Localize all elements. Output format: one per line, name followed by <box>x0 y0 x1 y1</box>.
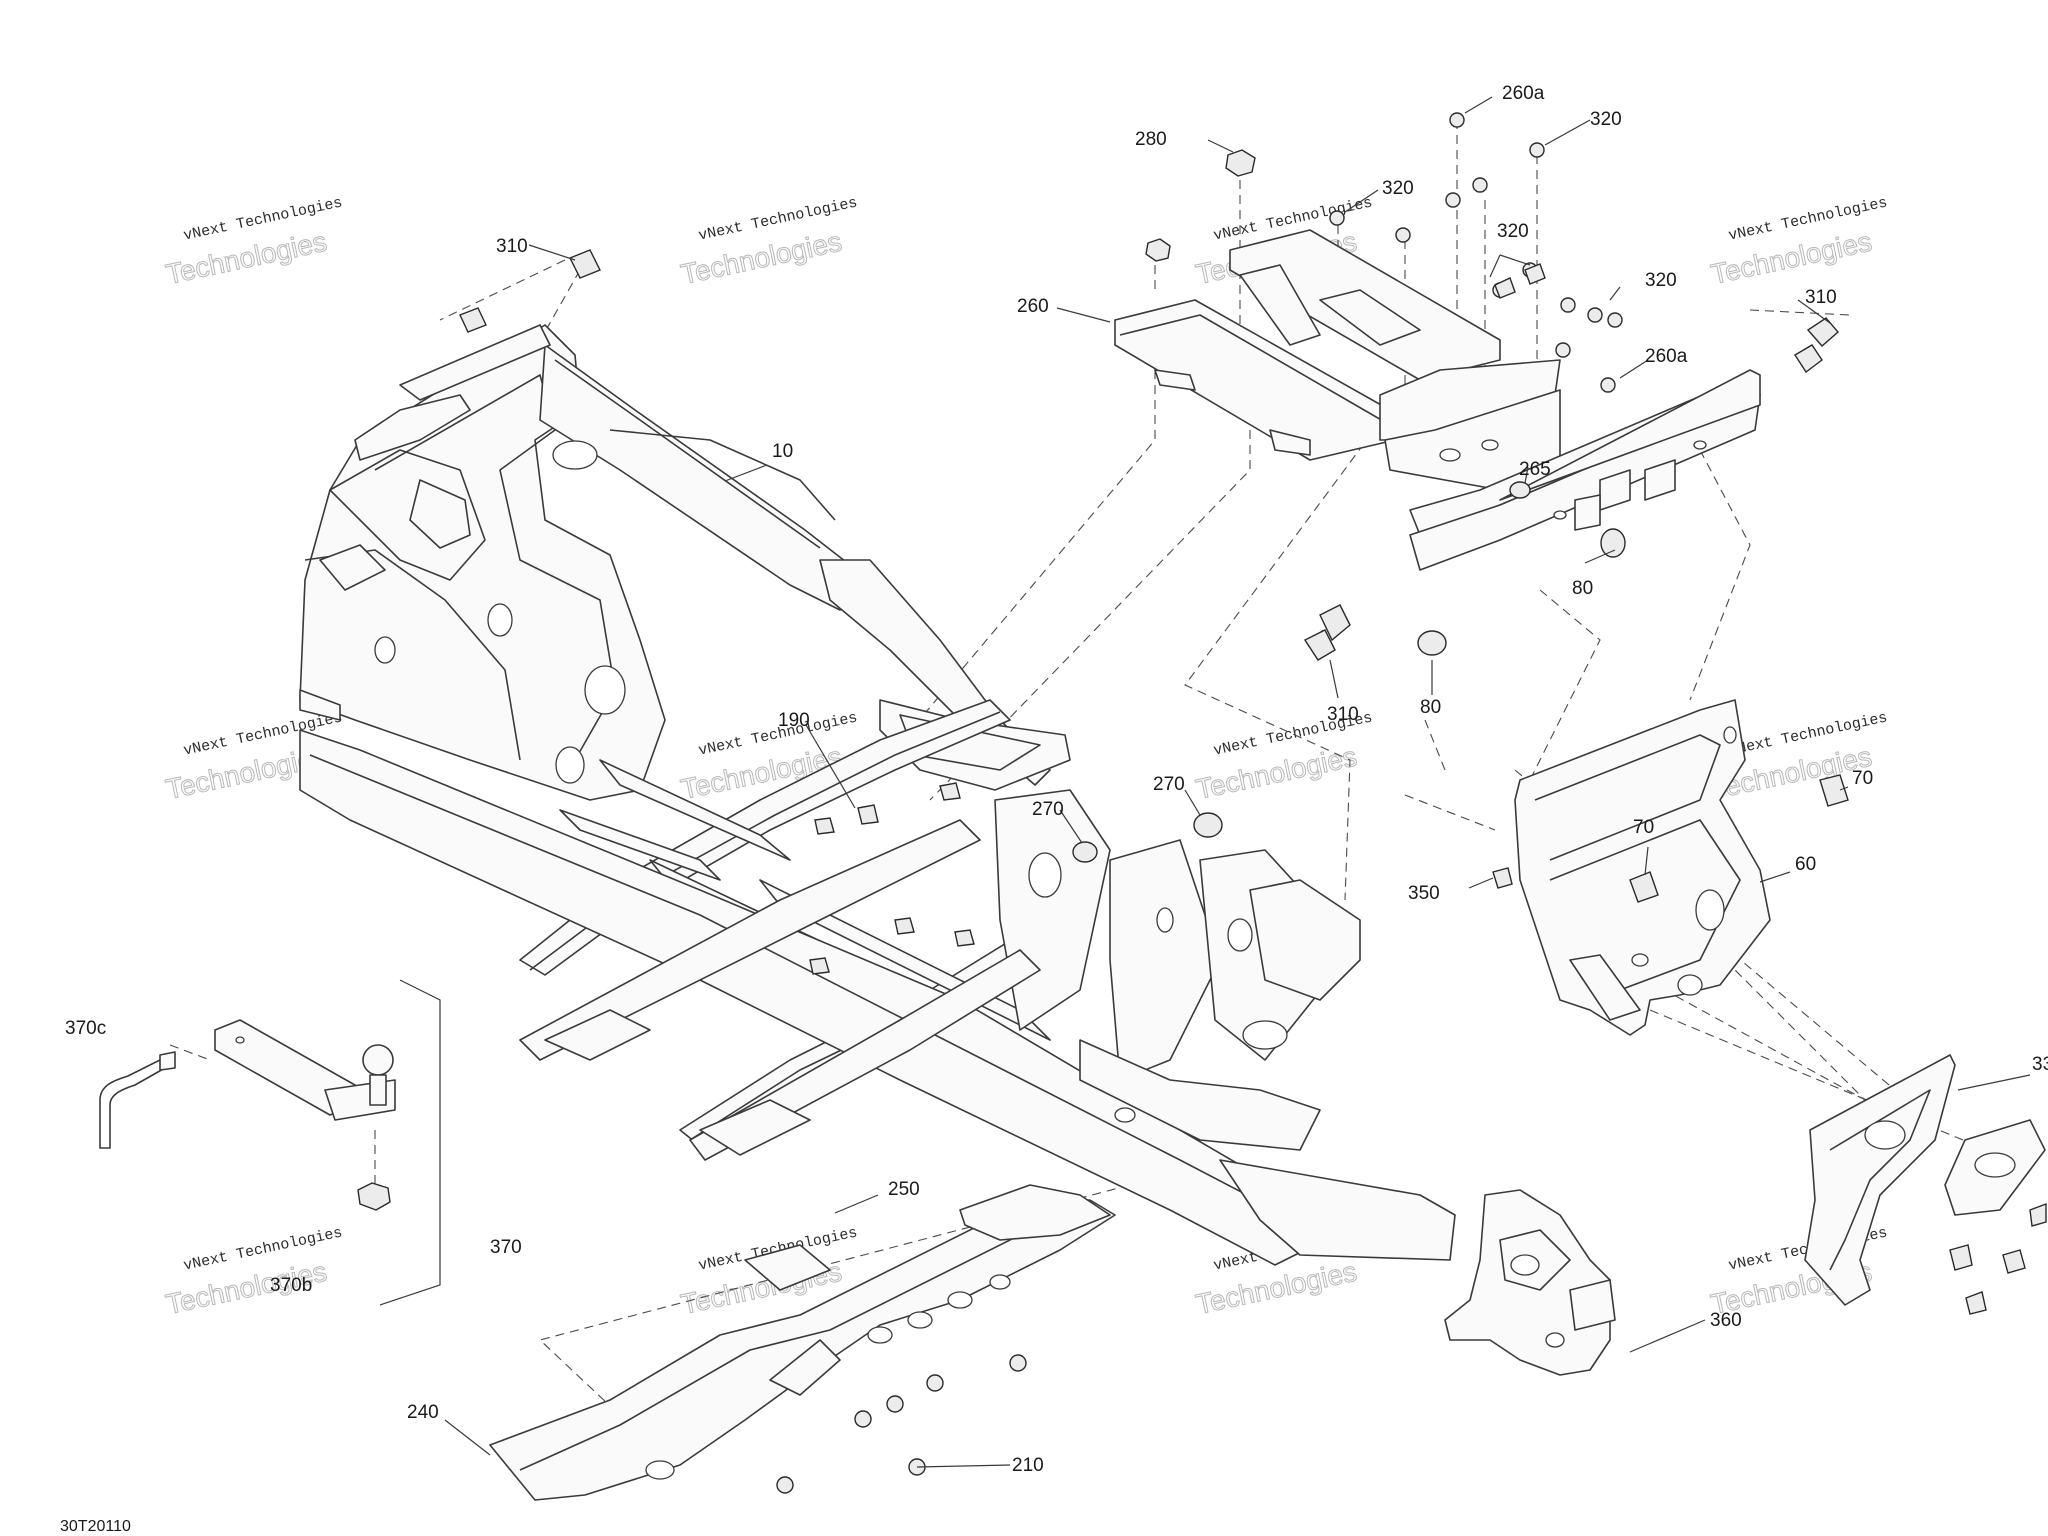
callout-350: 350 <box>1408 883 1440 904</box>
callout-labels: 10 60 70 70 80 80 190 210 240 250 260 26… <box>60 83 2048 1535</box>
callout-70: 70 <box>1633 817 1654 838</box>
skid-240 <box>489 1184 1116 1501</box>
callout-260a: 260a <box>1502 83 1545 104</box>
callout-370c: 370c <box>65 1018 106 1039</box>
callout-310: 310 <box>1805 287 1837 308</box>
callout-310: 310 <box>496 236 528 257</box>
callout-70: 70 <box>1852 768 1873 789</box>
callout-80: 80 <box>1420 697 1441 718</box>
callout-320: 320 <box>1382 178 1414 199</box>
callout-320: 320 <box>1645 270 1677 291</box>
callout-280: 280 <box>1135 129 1167 150</box>
bracket-330 <box>1804 1054 2046 1306</box>
callout-250: 250 <box>888 1179 920 1200</box>
watermark: vNext Technologies Technologies <box>1708 194 1889 290</box>
callout-330: 330 <box>2032 1054 2048 1075</box>
watermark: vNext Technologies Technologies <box>163 194 344 290</box>
callout-190: 190 <box>778 710 810 731</box>
rear-subframe-260 <box>1114 229 1761 571</box>
callout-320: 320 <box>1497 221 1529 242</box>
callout-210: 210 <box>1012 1455 1044 1476</box>
callout-270: 270 <box>1153 774 1185 795</box>
drawing-code: 30T20110 <box>60 1518 131 1535</box>
callout-320: 320 <box>1590 109 1622 130</box>
callout-260a: 260a <box>1645 346 1688 367</box>
fasteners <box>357 112 2047 1494</box>
callout-370b: 370b <box>270 1275 312 1296</box>
callout-60: 60 <box>1795 854 1816 875</box>
hitch-370 <box>99 979 441 1306</box>
callout-265: 265 <box>1519 459 1551 480</box>
callout-370: 370 <box>490 1237 522 1258</box>
callout-270: 270 <box>1032 799 1064 820</box>
callout-240: 240 <box>407 1402 439 1423</box>
callout-80: 80 <box>1572 578 1593 599</box>
callout-360: 360 <box>1710 1310 1742 1331</box>
watermark: vNext Technologies Technologies <box>163 1224 344 1320</box>
bracket-60 <box>1514 699 1771 1036</box>
leader-lines <box>444 96 2031 1468</box>
watermark: vNext Technologies Technologies <box>1708 1224 1889 1320</box>
main-frame <box>299 324 1456 1266</box>
watermark: vNext Technologies Technologies <box>678 194 859 290</box>
callout-260: 260 <box>1017 296 1049 317</box>
callout-310: 310 <box>1327 704 1359 725</box>
callout-10: 10 <box>772 441 793 462</box>
receiver-360 <box>1444 1189 1616 1376</box>
